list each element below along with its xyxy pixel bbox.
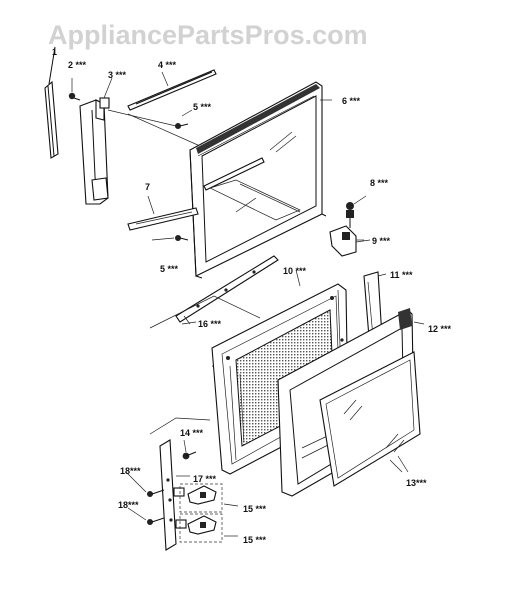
callout-2: 2 *** <box>68 60 87 70</box>
callout-12: 12 *** <box>428 324 452 334</box>
callout-1: 1 <box>52 47 57 57</box>
callout-7: 7 <box>145 182 150 192</box>
part-5-screw-lower <box>175 235 189 241</box>
callout-9: 9 *** <box>372 236 391 246</box>
callout-4: 4 *** <box>158 60 177 70</box>
part-16-center-rail <box>175 255 279 325</box>
part-2-screw <box>68 78 81 101</box>
callout-18-lower: 18*** <box>118 500 139 510</box>
part-13-glass-pane <box>319 351 421 487</box>
part-4-top-rod <box>127 69 217 111</box>
callout-16: 16 *** <box>198 319 222 329</box>
part-18-screw-upper <box>147 489 165 497</box>
callout-18-upper: 18*** <box>120 466 141 476</box>
callout-17: 17 *** <box>193 474 217 484</box>
callout-5-lower: 5 *** <box>160 264 179 274</box>
leader-lines <box>125 99 425 537</box>
watermark-text: AppliancePartsPros.com <box>48 20 368 50</box>
part-3-side-bracket <box>79 77 113 205</box>
part-7-bottom-strip <box>127 195 199 231</box>
part-9-hinge-block <box>329 225 364 257</box>
part-17-hinge-bar <box>159 439 187 551</box>
callout-5-upper: 5 *** <box>193 102 212 112</box>
part-6-outer-frame <box>189 81 327 279</box>
part-8-screw <box>346 195 367 228</box>
callout-14: 14 *** <box>180 428 204 438</box>
part-15-hinge-lower <box>179 513 223 543</box>
callout-3: 3 *** <box>108 70 127 80</box>
callout-15-upper: 15 *** <box>243 504 267 514</box>
callout-8: 8 *** <box>370 178 389 188</box>
callout-15-lower: 15 *** <box>243 535 267 545</box>
callout-10: 10 *** <box>283 266 307 276</box>
part-1-trim-strip <box>44 46 59 159</box>
callout-6: 6 *** <box>342 96 361 106</box>
part-14-screw <box>182 451 197 460</box>
callout-13: 13*** <box>406 478 427 488</box>
part-18-screw-lower <box>147 517 165 525</box>
part-15-hinge-upper <box>179 483 223 513</box>
part-5-screw-upper <box>175 109 193 129</box>
callout-11: 11 *** <box>390 270 413 280</box>
